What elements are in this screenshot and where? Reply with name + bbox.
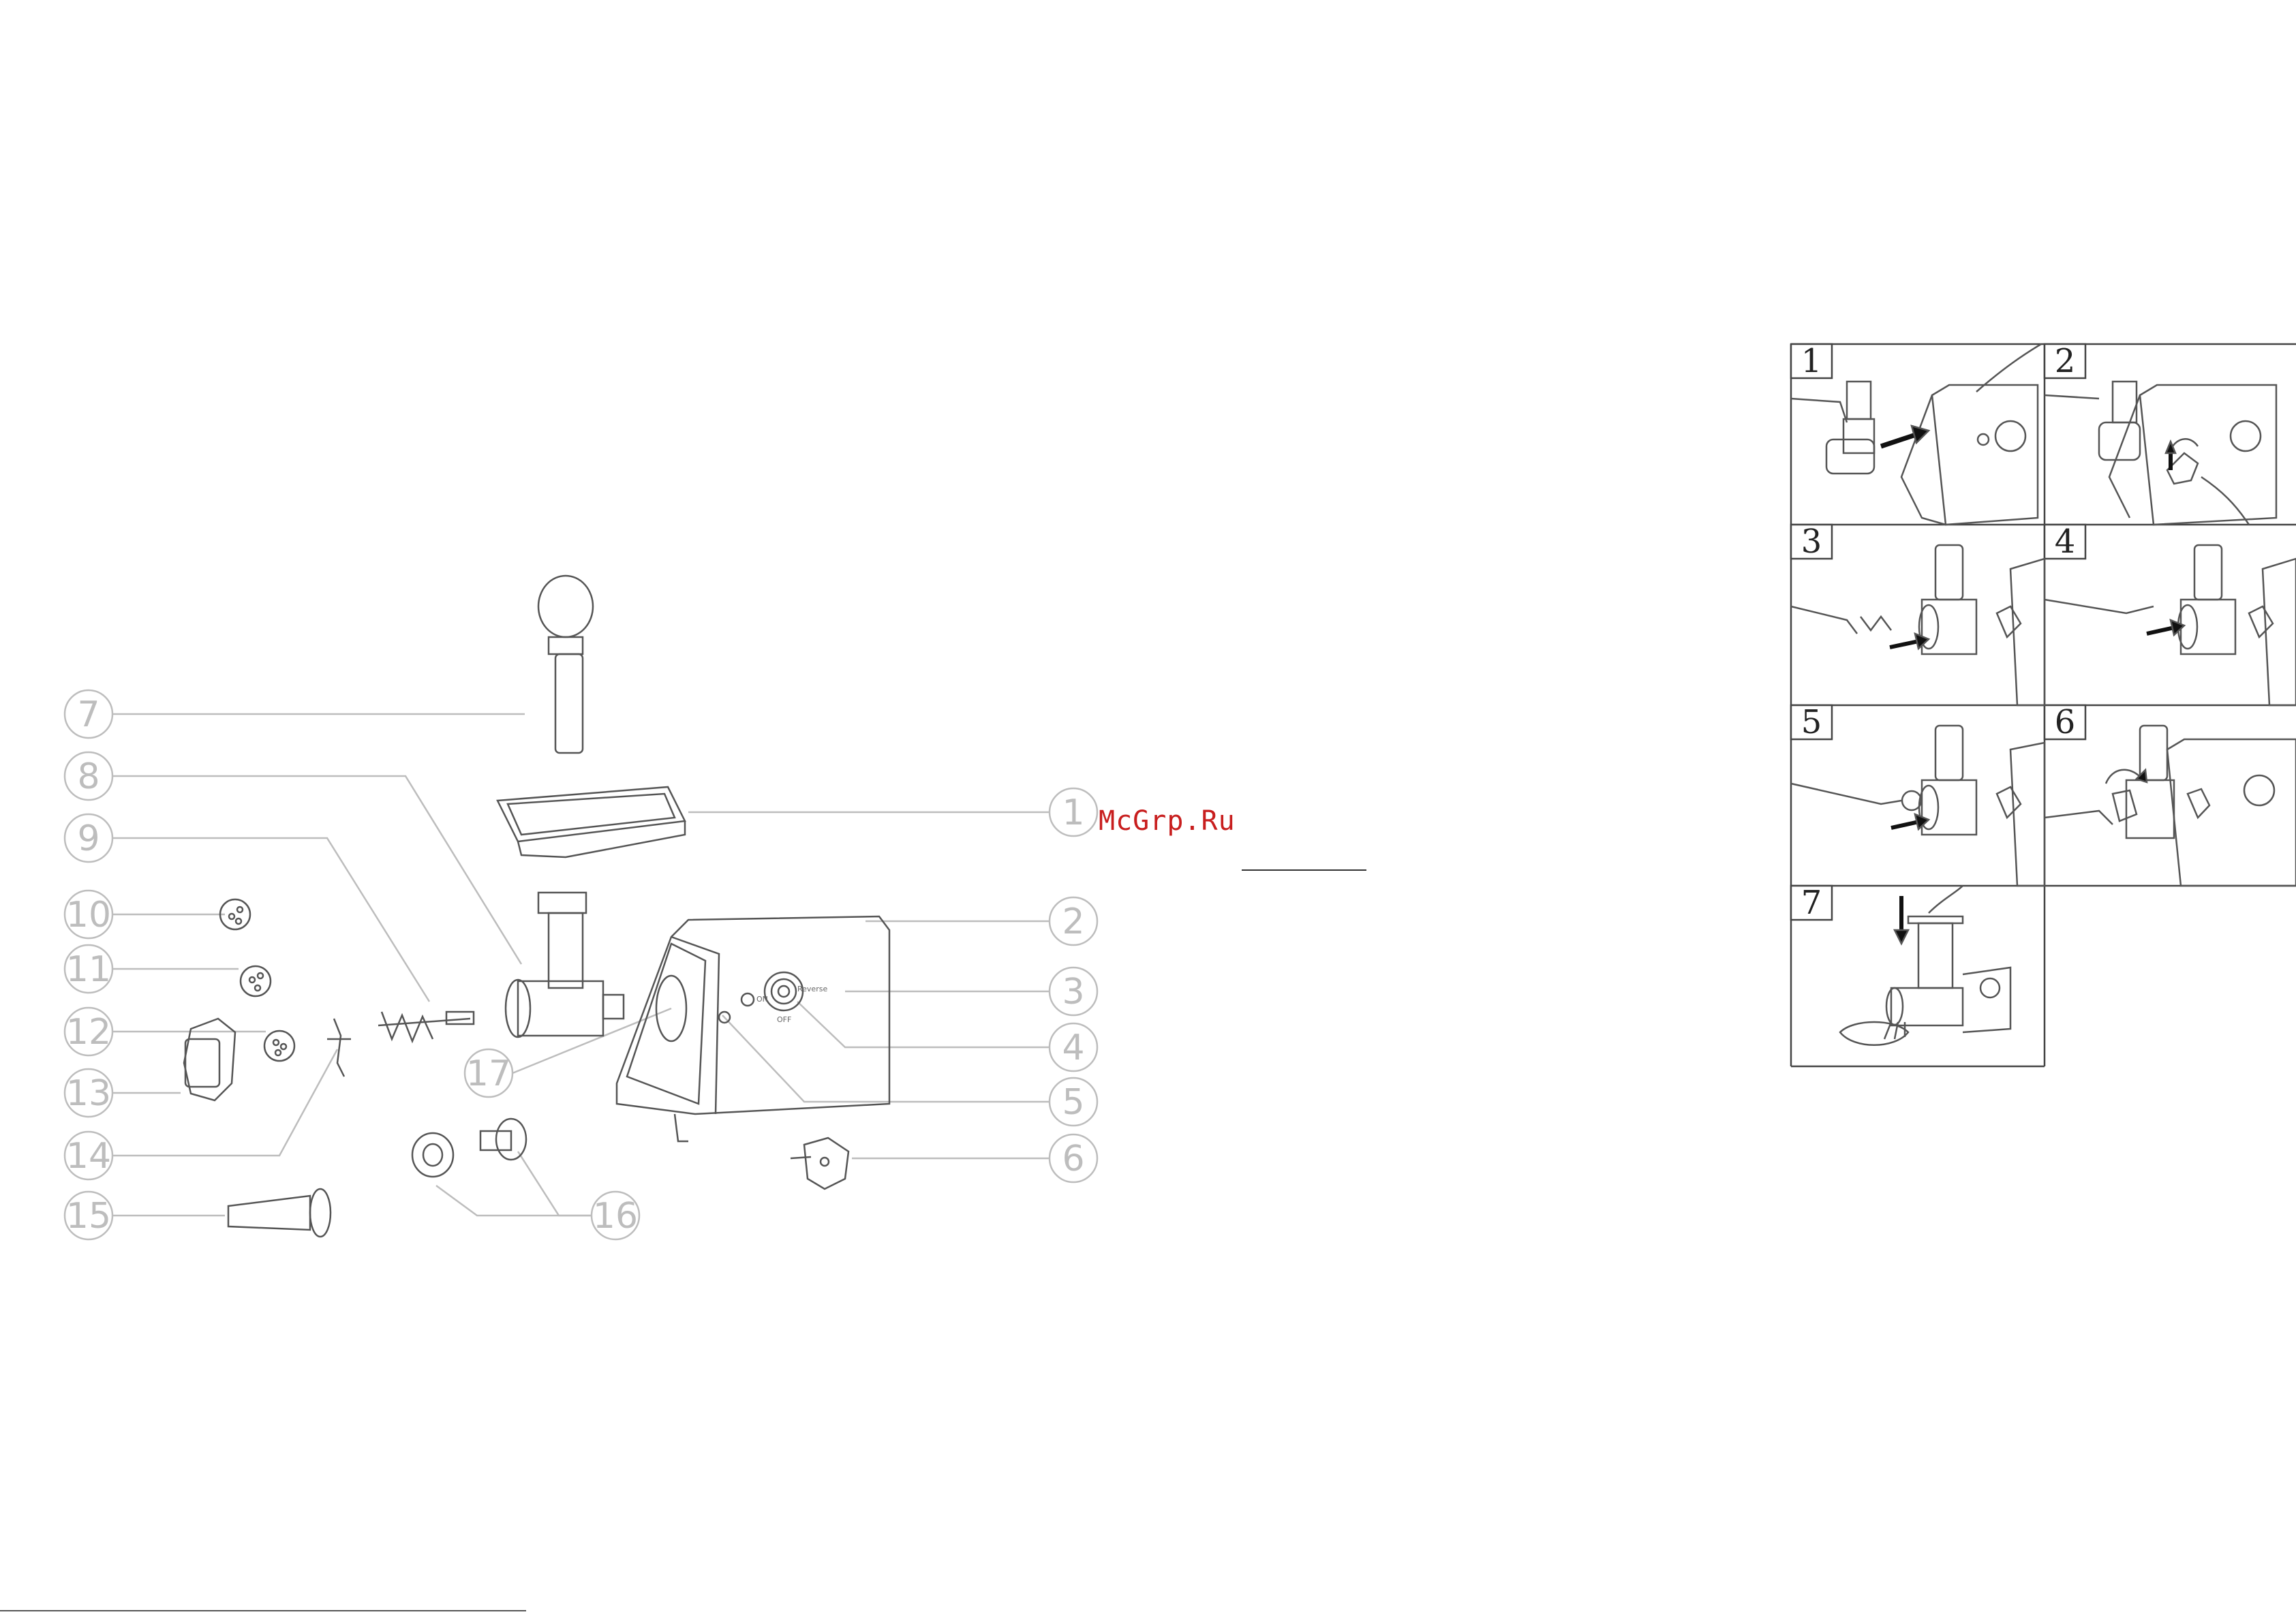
step-7-label: 7	[1801, 884, 1822, 922]
step-5-label: 5	[1801, 703, 1822, 741]
step-4-label: 4	[2055, 523, 2076, 561]
callout-10-label: 10	[66, 895, 111, 936]
reverse-knob-part	[791, 1138, 848, 1189]
callout-1-label: 1	[1062, 792, 1084, 833]
panel-off-label: OFF	[777, 1015, 791, 1024]
cutting-blade-part	[327, 1019, 351, 1077]
food-pusher-part	[538, 576, 593, 753]
callout-16-label: 16	[593, 1196, 638, 1237]
cutting-plates-part	[220, 899, 294, 1061]
auger-part	[378, 1012, 474, 1041]
step-4-illustration	[2045, 545, 2296, 705]
callout-14-label: 14	[66, 1136, 111, 1177]
callout-11-label: 11	[66, 949, 111, 990]
step-2-label: 2	[2055, 342, 2076, 380]
step-2-illustration	[2045, 382, 2276, 525]
step-7-illustration	[1840, 886, 2010, 1045]
watermark-underline	[1242, 869, 1366, 871]
callout-5-label: 5	[1062, 1082, 1084, 1123]
step-6-illustration	[2045, 726, 2296, 886]
step-5-illustration	[1791, 726, 2045, 886]
step-3-label: 3	[1801, 523, 1822, 561]
callout-6-label: 6	[1062, 1139, 1084, 1179]
callout-4-label: 4	[1062, 1027, 1084, 1068]
footer-rule	[0, 1610, 526, 1611]
grinder-head-part	[506, 893, 624, 1037]
step-6-label: 6	[2055, 703, 2076, 741]
motor-body-part	[617, 916, 889, 1141]
sausage-tube-part	[228, 1189, 331, 1237]
callout-8-label: 8	[77, 756, 100, 797]
tray-part	[498, 787, 685, 857]
callout-2-label: 2	[1062, 901, 1084, 942]
callout-12-label: 12	[66, 1012, 111, 1053]
callout-15-label: 15	[66, 1196, 111, 1237]
panel-reverse-label: Reverse	[797, 985, 827, 993]
kibbe-attachment-part	[412, 1119, 526, 1177]
panel-on-label: ON	[756, 995, 768, 1004]
callout-13-label: 13	[66, 1073, 111, 1114]
callout-3-label: 3	[1062, 972, 1084, 1013]
callout-17-label: 17	[466, 1053, 511, 1094]
step-3-illustration	[1791, 545, 2045, 705]
callout-7-label: 7	[77, 694, 100, 735]
watermark-text: McGrp.Ru	[1099, 805, 1236, 837]
callout-9-label: 9	[77, 818, 100, 859]
step-1-label: 1	[1801, 342, 1822, 380]
